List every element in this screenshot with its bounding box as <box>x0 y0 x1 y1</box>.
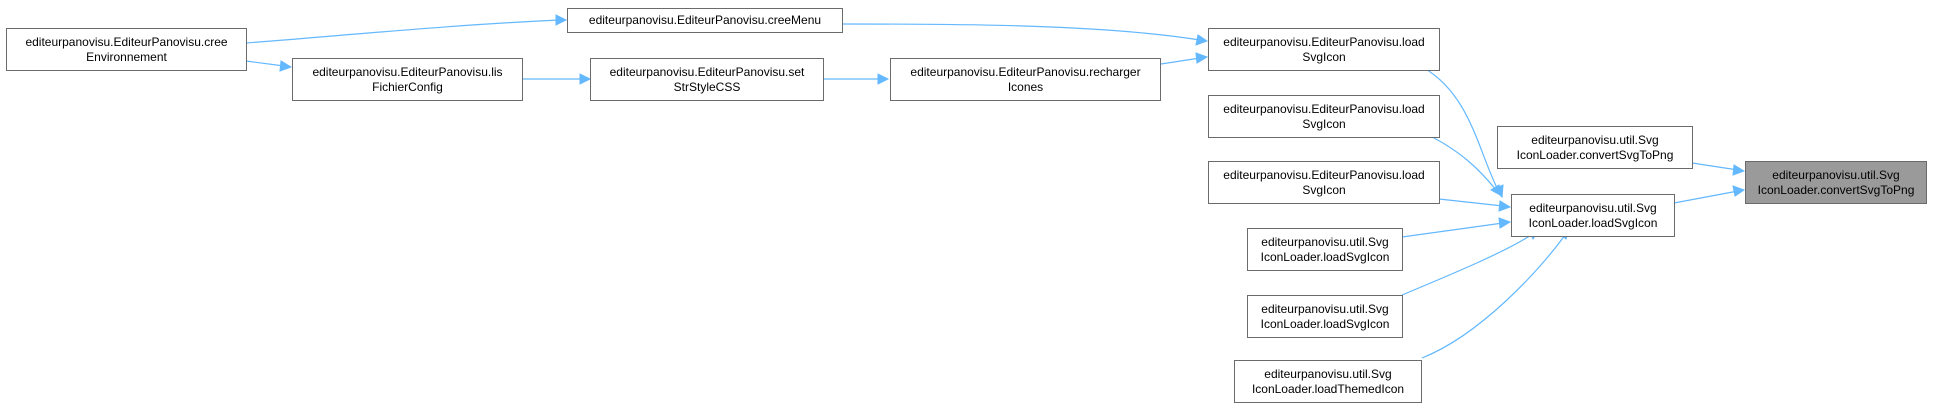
node-cree-environnement[interactable]: editeurpanovisu.EditeurPanovisu.cree Env… <box>6 28 247 71</box>
node-label-line2: IconLoader.loadSvgIcon <box>1260 249 1390 264</box>
edge-creeenv-to-creemenu <box>245 19 560 44</box>
node-label-line2: SvgIcon <box>1302 49 1346 64</box>
edge-recharger-to-loadsvg1 <box>1160 57 1201 65</box>
node-label-line2: IconLoader.convertSvgToPng <box>1757 182 1915 197</box>
edge-loadsvg2-to-loadmain <box>1423 132 1497 191</box>
node-label-line1: editeurpanovisu.util.Svg <box>1261 234 1389 249</box>
node-label-line2: Icones <box>1007 79 1044 94</box>
node-label-line2: IconLoader.loadThemedIcon <box>1251 381 1405 396</box>
node-util-convert-svg-to-png-caller[interactable]: editeurpanovisu.util.Svg IconLoader.conv… <box>1497 126 1693 169</box>
node-label-line1: editeurpanovisu.EditeurPanovisu.set <box>609 64 805 79</box>
edge-loadsvg1-to-loadmain <box>1423 67 1499 191</box>
node-load-svg-icon-2[interactable]: editeurpanovisu.EditeurPanovisu.load Svg… <box>1208 95 1440 138</box>
edge-themed-to-loadmain <box>1421 234 1566 359</box>
arrowhead <box>1195 34 1209 46</box>
arrowhead <box>555 14 568 26</box>
node-label-line1: editeurpanovisu.EditeurPanovisu.lis <box>312 64 503 79</box>
arrowhead <box>1490 184 1503 198</box>
node-label-line2: Environnement <box>86 49 167 64</box>
node-label-line1: editeurpanovisu.util.Svg <box>1531 132 1659 147</box>
arrowhead <box>1732 164 1746 176</box>
node-util-load-svg-icon-1[interactable]: editeurpanovisu.util.Svg IconLoader.load… <box>1247 228 1403 271</box>
arrowhead <box>877 73 890 85</box>
edge-convert-to-target <box>1691 162 1739 171</box>
node-util-convert-svg-to-png-target[interactable]: editeurpanovisu.util.Svg IconLoader.conv… <box>1745 161 1927 204</box>
node-label-line2: IconLoader.loadSvgIcon <box>1528 215 1658 230</box>
node-recharger-icones[interactable]: editeurpanovisu.EditeurPanovisu.recharge… <box>890 58 1161 101</box>
edge-creeenv-to-lisfichier <box>245 60 285 67</box>
node-load-svg-icon-3[interactable]: editeurpanovisu.EditeurPanovisu.load Svg… <box>1208 161 1440 204</box>
node-label-line1: editeurpanovisu.EditeurPanovisu.creeMenu <box>588 13 822 27</box>
arrowhead <box>1195 52 1209 64</box>
edge-loadsvg3-to-loadmain <box>1438 198 1504 207</box>
node-label-line1: editeurpanovisu.util.Svg <box>1529 200 1657 215</box>
edge-utilload1-to-loadmain <box>1401 222 1504 238</box>
arrowhead <box>1498 217 1512 229</box>
node-util-load-svg-icon-main[interactable]: editeurpanovisu.util.Svg IconLoader.load… <box>1511 194 1675 237</box>
node-label-line1: editeurpanovisu.EditeurPanovisu.recharge… <box>910 64 1141 79</box>
node-util-load-svg-icon-2[interactable]: editeurpanovisu.util.Svg IconLoader.load… <box>1247 295 1403 338</box>
node-label-line1: editeurpanovisu.EditeurPanovisu.load <box>1223 101 1425 116</box>
edge-creemenu-to-loadsvg1 <box>841 23 1201 41</box>
node-label-line1: editeurpanovisu.util.Svg <box>1264 366 1392 381</box>
node-label-line2: StrStyleCSS <box>673 79 741 94</box>
node-label-line1: editeurpanovisu.EditeurPanovisu.load <box>1223 167 1425 182</box>
arrowhead <box>579 73 592 85</box>
node-label-line1: editeurpanovisu.util.Svg <box>1772 167 1900 182</box>
node-lis-fichier-config[interactable]: editeurpanovisu.EditeurPanovisu.lis Fich… <box>292 58 523 101</box>
node-label-line1: editeurpanovisu.util.Svg <box>1261 301 1389 316</box>
arrowhead <box>279 60 293 72</box>
node-set-str-style-css[interactable]: editeurpanovisu.EditeurPanovisu.set StrS… <box>590 58 824 101</box>
arrowhead <box>1732 185 1746 197</box>
node-util-load-themed-icon[interactable]: editeurpanovisu.util.Svg IconLoader.load… <box>1234 360 1422 403</box>
edge-loadmain-to-target <box>1673 190 1739 204</box>
node-cree-menu[interactable]: editeurpanovisu.EditeurPanovisu.creeMenu <box>567 8 843 33</box>
arrowhead <box>1498 200 1512 212</box>
node-label-line2: SvgIcon <box>1302 116 1346 131</box>
node-load-svg-icon-1[interactable]: editeurpanovisu.EditeurPanovisu.load Svg… <box>1208 28 1440 71</box>
node-label-line2: SvgIcon <box>1302 182 1346 197</box>
node-label-line1: editeurpanovisu.EditeurPanovisu.cree <box>25 34 228 49</box>
node-label-line2: IconLoader.loadSvgIcon <box>1260 316 1390 331</box>
node-label-line2: IconLoader.convertSvgToPng <box>1516 147 1674 162</box>
edge-utilload2-to-loadmain <box>1401 232 1535 296</box>
node-label-line1: editeurpanovisu.EditeurPanovisu.load <box>1223 34 1425 49</box>
node-label-line2: FichierConfig <box>372 79 443 94</box>
